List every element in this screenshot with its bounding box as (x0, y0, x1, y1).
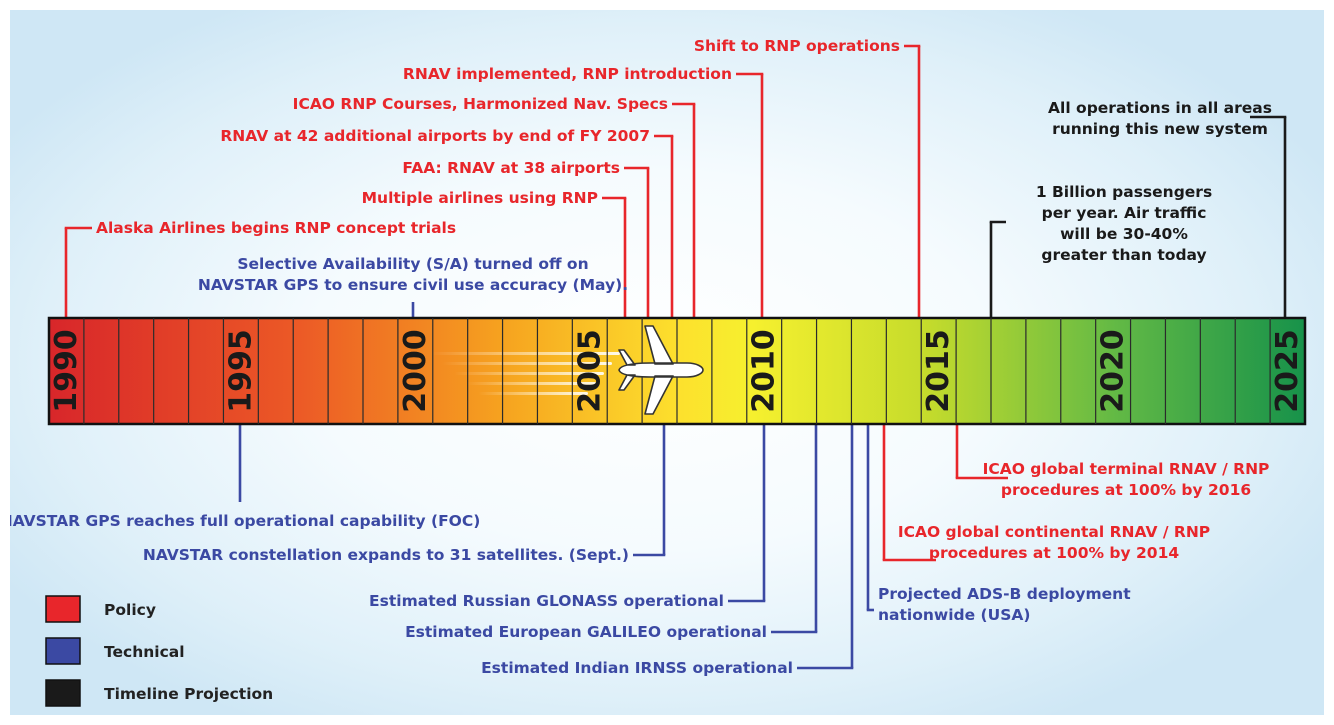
event-label: Estimated Indian IRNSS operational (481, 659, 793, 677)
event-label-line: Alaska Airlines begins RNP concept trial… (96, 219, 456, 237)
motion-streak (454, 372, 604, 375)
event-label: Shift to RNP operations (694, 37, 900, 55)
year-label: 2000 (398, 329, 433, 413)
timeline-bar: 1990 1995 2000 2005 2010 2015 2020 2025 (47, 316, 1307, 426)
event-label-line: will be 30-40% (1060, 225, 1188, 243)
year-label: 2015 (921, 329, 956, 413)
year-label: 2005 (572, 329, 607, 413)
event-label-line: ICAO RNP Courses, Harmonized Nav. Specs (293, 95, 668, 113)
event-label: RNAV implemented, RNP introduction (403, 65, 732, 83)
event-label-line: per year. Air traffic (1042, 204, 1207, 222)
event-label-line: 1 Billion passengers (1036, 183, 1212, 201)
event-label-line: procedures at 100% by 2014 (929, 544, 1179, 562)
event-label-line: All operations in all areas (1048, 99, 1272, 117)
event-label-line: Projected ADS-B deployment (878, 585, 1131, 603)
event-label: Selective Availability (S/A) turned off … (198, 255, 628, 294)
event-label: All operations in all areas running this … (1048, 99, 1272, 138)
event-label: RNAV at 42 additional airports by end of… (220, 127, 650, 145)
year-label: 2010 (747, 329, 782, 413)
event-label-line: ICAO global continental RNAV / RNP (898, 523, 1210, 541)
event-label: Projected ADS-B deployment nationwide (US… (878, 585, 1131, 624)
event-label: Estimated Russian GLONASS operational (369, 592, 724, 610)
event-label-line: Estimated European GALILEO operational (405, 623, 767, 641)
event-label-line: Estimated Russian GLONASS operational (369, 592, 724, 610)
event-label: ICAO global continental RNAV / RNP proced… (898, 523, 1210, 562)
event-label-line: Shift to RNP operations (694, 37, 900, 55)
year-label: 1995 (223, 329, 258, 413)
event-label-line: FAA: RNAV at 38 airports (402, 159, 620, 177)
legend-label: Technical (104, 643, 185, 661)
legend-label: Policy (104, 601, 156, 619)
event-label: ICAO RNP Courses, Harmonized Nav. Specs (293, 95, 668, 113)
projection-swatch (45, 679, 81, 707)
event-label-line: Estimated Indian IRNSS operational (481, 659, 793, 677)
event-label: Alaska Airlines begins RNP concept trial… (96, 219, 456, 237)
event-label: 1 Billion passengers per year. Air traffi… (1036, 183, 1212, 264)
event-label-line: RNAV implemented, RNP introduction (403, 65, 732, 83)
event-label-line: Selective Availability (S/A) turned off … (237, 255, 588, 273)
year-label: 1990 (49, 329, 84, 413)
event-label-line: greater than today (1041, 246, 1206, 264)
policy-swatch (45, 595, 81, 623)
event-label-line: NAVSTAR GPS reaches full operational cap… (0, 512, 480, 530)
year-label: 2020 (1096, 329, 1131, 413)
event-label: Multiple airlines using RNP (362, 189, 598, 207)
event-label-line: ICAO global terminal RNAV / RNP (983, 460, 1270, 478)
event-label: NAVSTAR constellation expands to 31 sate… (143, 546, 629, 564)
event-label-line: procedures at 100% by 2016 (1001, 481, 1251, 499)
airplane-icon (618, 325, 704, 415)
motion-streak (466, 382, 596, 385)
event-label-line: running this new system (1052, 120, 1268, 138)
event-label: ICAO global terminal RNAV / RNP procedure… (983, 460, 1270, 499)
motion-streak (478, 392, 588, 395)
event-label-line: RNAV at 42 additional airports by end of… (220, 127, 650, 145)
event-label-line: Multiple airlines using RNP (362, 189, 598, 207)
event-label-line: NAVSTAR constellation expands to 31 sate… (143, 546, 629, 564)
event-label: NAVSTAR GPS reaches full operational cap… (0, 512, 480, 530)
technical-swatch (45, 637, 81, 665)
event-labels: Alaska Airlines begins RNP concept trial… (0, 37, 1272, 677)
motion-streak (442, 362, 612, 365)
event-label: FAA: RNAV at 38 airports (402, 159, 620, 177)
connector-lines (64, 44, 1287, 670)
event-label-line: NAVSTAR GPS to ensure civil use accuracy… (198, 276, 628, 294)
legend-label: Timeline Projection (104, 685, 273, 703)
year-label: 2025 (1270, 329, 1305, 413)
event-label-line: nationwide (USA) (878, 606, 1030, 624)
event-label: Estimated European GALILEO operational (405, 623, 767, 641)
